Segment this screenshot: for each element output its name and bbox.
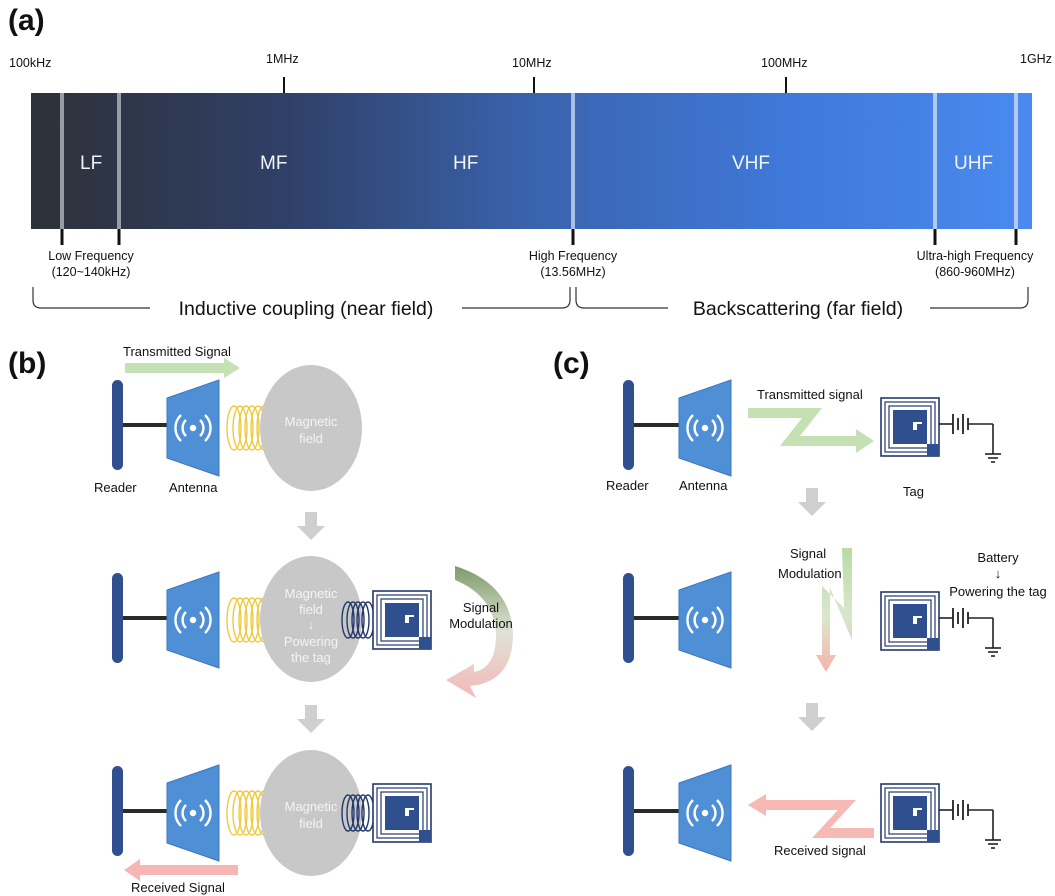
b-magnetic-field-3 [260,750,362,876]
b-field2-line4: the tag [291,650,331,665]
b-modulation-line1: Signal [463,600,499,615]
c-antenna-label: Antenna [679,478,728,493]
c-tag-3 [880,783,940,843]
b-reader-3 [110,764,170,858]
c-antenna-2 [677,570,733,670]
b-modulation-line2: Modulation [449,616,513,631]
tick-1ghz: 1GHz [1020,52,1052,66]
panel-label-a: (a) [8,4,45,37]
b-down-arrow-2 [297,705,325,733]
frequency-axis: 100kHz 1MHz 10MHz 100MHz 1GHz [9,52,1052,70]
b-received-label: Received Signal [131,880,225,895]
tick-100mhz: 100MHz [761,56,808,70]
band-lf: LF [80,153,102,174]
band-mf: MF [260,153,287,174]
b-received-arrow [124,859,238,881]
b-magnetic-field-2 [260,556,362,682]
band-vhf: VHF [732,153,770,174]
b-reader-2 [110,571,170,665]
band-uhf: UHF [954,153,993,174]
c-received-arrow [748,794,874,838]
c-reader-3 [621,764,681,858]
mode-inductive: Inductive coupling (near field) [179,298,434,320]
c-reader-label: Reader [606,478,649,493]
b-tag-3 [372,783,432,843]
b-antenna-label: Antenna [169,480,218,495]
b-antenna-2 [165,570,221,670]
marker-uhf-line2: (860-960MHz) [935,265,1015,279]
b-modulation-arrow [446,566,513,698]
c-reader-1 [621,378,681,472]
b-antenna-3 [165,763,221,863]
c-down-arrow-1 [798,488,826,516]
b-down-arrow-1 [297,512,325,540]
b-field3-line2: field [299,816,323,831]
panel-label-c: (c) [553,347,590,380]
marker-lf-line1: Low Frequency [48,249,134,263]
c-modulation-line2: Modulation [778,566,842,581]
spectrum-bar [31,93,1032,229]
c-battery-label: Battery [977,550,1019,565]
c-battery-arrow: ↓ [995,566,1002,581]
c-modulation-arrow [816,548,852,672]
b-magnetic-field-1 [260,365,362,491]
c-down-arrow-2 [798,703,826,731]
c-antenna-3 [677,763,733,863]
c-battery-1 [938,413,1002,463]
b-field1-line1: Magnetic [285,414,338,429]
c-modulation-line1: Signal [790,546,826,561]
b-field2-line3: Powering [284,634,338,649]
panel-label-b: (b) [8,347,46,380]
mode-backscatter: Backscattering (far field) [693,298,903,320]
marker-hf-line2: (13.56MHz) [540,265,605,279]
c-battery-3 [938,799,1002,849]
c-powering-label: Powering the tag [949,584,1047,599]
b-reader-1 [110,378,170,472]
marker-lf-line2: (120~140kHz) [52,265,131,279]
tick-1mhz: 1MHz [266,52,299,66]
marker-hf-line1: High Frequency [529,249,618,263]
b-field2-arrow: ↓ [308,617,315,632]
b-reader-label: Reader [94,480,137,495]
tick-100khz: 100kHz [9,56,51,70]
c-tag-1 [880,397,940,457]
b-field3-line1: Magnetic [285,799,338,814]
c-antenna-1 [677,378,733,478]
spectrum-ticks [283,77,787,93]
b-field2-line2: field [299,602,323,617]
band-hf: HF [453,153,478,174]
band-labels: LF MF HF VHF UHF [80,153,993,174]
frequency-markers [60,229,1018,245]
mode-brackets [32,287,1029,309]
b-field1-line2: field [299,431,323,446]
b-field2-line1: Magnetic [285,586,338,601]
marker-uhf-line1: Ultra-high Frequency [917,249,1034,263]
b-transmitted-arrow [125,358,240,378]
band-dividers [60,93,1018,229]
b-transmitted-label: Transmitted Signal [123,344,231,359]
c-transmitted-arrow [748,408,874,453]
c-tag-2 [880,591,940,651]
c-received-label: Received signal [774,843,866,858]
b-antenna-1 [165,378,221,478]
tick-10mhz: 10MHz [512,56,552,70]
c-tag-label: Tag [903,484,924,499]
c-reader-2 [621,571,681,665]
c-transmitted-label: Transmitted signal [757,387,863,402]
b-tag-2 [372,590,432,650]
c-battery-2 [938,607,1002,657]
